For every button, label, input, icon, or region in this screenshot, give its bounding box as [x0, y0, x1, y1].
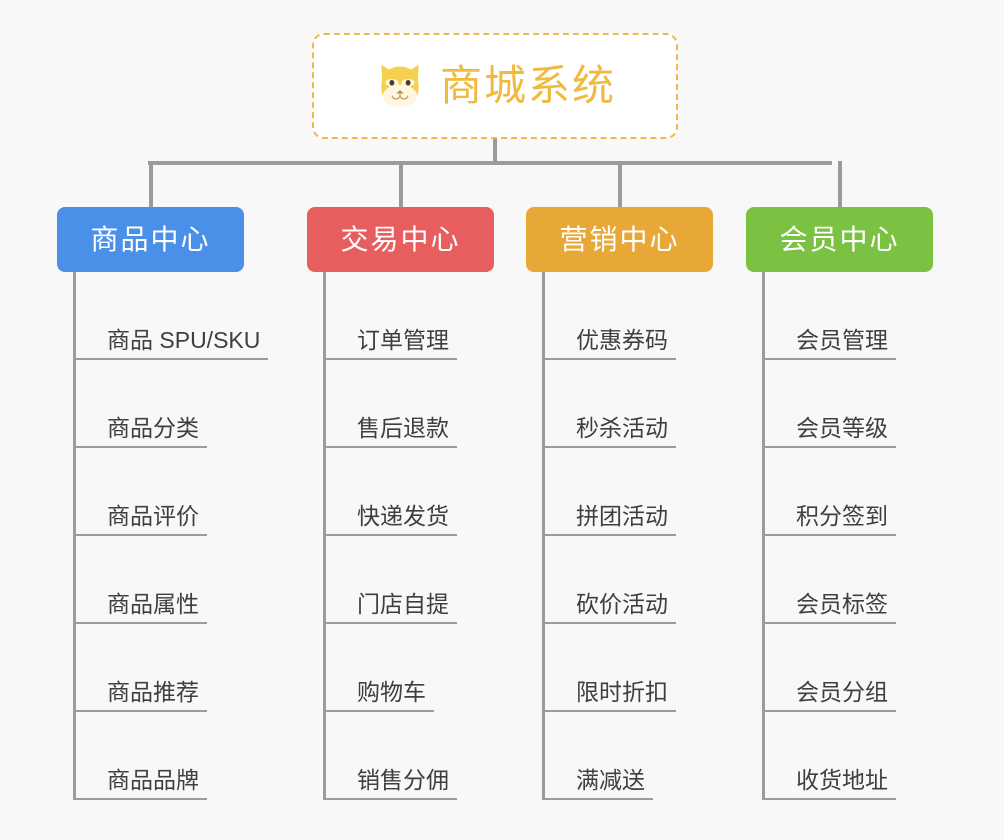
- leaf-item-underline: [323, 710, 434, 712]
- leaf-item[interactable]: 订单管理: [323, 272, 491, 360]
- leaf-item-label: 商品分类: [107, 415, 199, 441]
- leaf-item[interactable]: 商品分类: [73, 360, 241, 448]
- leaf-item-label: 会员等级: [796, 415, 888, 441]
- leaf-item[interactable]: 购物车: [323, 624, 468, 712]
- leaf-item-label: 会员标签: [796, 591, 888, 617]
- leaf-item-underline: [542, 534, 676, 536]
- leaf-item-underline: [762, 622, 896, 624]
- leaf-item[interactable]: 砍价活动: [542, 536, 710, 624]
- leaf-item[interactable]: 商品 SPU/SKU: [73, 272, 302, 360]
- column-spine-1: [73, 272, 76, 800]
- leaf-item-underline: [73, 710, 207, 712]
- category-header-4[interactable]: 会员中心: [746, 207, 933, 272]
- leaf-item-underline: [323, 446, 457, 448]
- leaf-item-underline: [762, 358, 896, 360]
- column-spine-3: [542, 272, 545, 800]
- leaf-item-underline: [73, 622, 207, 624]
- connector-drop-1: [148, 161, 153, 209]
- leaf-item-underline: [73, 358, 268, 360]
- category-header-2[interactable]: 交易中心: [307, 207, 494, 272]
- leaf-item[interactable]: 售后退款: [323, 360, 491, 448]
- leaf-item-label: 积分签到: [796, 503, 888, 529]
- category-header-label: 营销中心: [559, 223, 680, 255]
- category-header-label: 会员中心: [779, 223, 900, 255]
- leaf-item-label: 优惠券码: [576, 327, 668, 353]
- leaf-item[interactable]: 拼团活动: [542, 448, 710, 536]
- category-header-3[interactable]: 营销中心: [526, 207, 713, 272]
- leaf-item-underline: [762, 534, 896, 536]
- leaf-item[interactable]: 会员标签: [762, 536, 930, 624]
- leaf-item-underline: [323, 798, 457, 800]
- leaf-item-label: 满减送: [576, 767, 645, 793]
- leaf-item[interactable]: 会员等级: [762, 360, 930, 448]
- leaf-item-label: 售后退款: [357, 415, 449, 441]
- leaf-item[interactable]: 商品品牌: [73, 712, 241, 800]
- leaf-item-label: 会员管理: [796, 327, 888, 353]
- leaf-item-label: 秒杀活动: [576, 415, 668, 441]
- leaf-item-label: 快递发货: [357, 503, 449, 529]
- leaf-item-underline: [73, 534, 207, 536]
- connector-drop-2: [398, 161, 403, 209]
- leaf-item-underline: [73, 446, 207, 448]
- category-header-label: 交易中心: [340, 223, 461, 255]
- leaf-item[interactable]: 会员分组: [762, 624, 930, 712]
- leaf-item-label: 收货地址: [796, 767, 888, 793]
- leaf-item-underline: [762, 446, 896, 448]
- leaf-item[interactable]: 快递发货: [323, 448, 491, 536]
- leaf-item-underline: [542, 622, 676, 624]
- leaf-item-underline: [542, 798, 653, 800]
- leaf-item-label: 商品属性: [107, 591, 199, 617]
- leaf-item[interactable]: 优惠券码: [542, 272, 710, 360]
- connector-drop-3: [617, 161, 622, 209]
- leaf-item-underline: [323, 534, 457, 536]
- root-node-mall-system[interactable]: 商城系统: [312, 33, 678, 139]
- leaf-item-underline: [762, 798, 896, 800]
- leaf-item[interactable]: 收货地址: [762, 712, 930, 800]
- leaf-item-underline: [762, 710, 896, 712]
- leaf-item[interactable]: 销售分佣: [323, 712, 491, 800]
- category-header-label: 商品中心: [90, 223, 211, 255]
- leaf-item-label: 限时折扣: [576, 679, 668, 705]
- leaf-item-underline: [323, 622, 457, 624]
- leaf-item-underline: [542, 710, 676, 712]
- leaf-item-label: 商品品牌: [107, 767, 199, 793]
- leaf-item-label: 销售分佣: [357, 767, 449, 793]
- leaf-item-label: 商品 SPU/SKU: [107, 327, 261, 353]
- leaf-item-label: 商品推荐: [107, 679, 199, 705]
- connector-drop-4: [837, 161, 842, 209]
- leaf-item-label: 拼团活动: [576, 503, 668, 529]
- leaf-item-label: 砍价活动: [576, 591, 668, 617]
- connector-horizontal-bus: [148, 161, 832, 165]
- shiba-dog-face-icon: [381, 64, 419, 108]
- leaf-item-underline: [542, 446, 676, 448]
- leaf-item-underline: [323, 358, 457, 360]
- leaf-item-label: 商品评价: [107, 503, 199, 529]
- category-header-1[interactable]: 商品中心: [57, 207, 244, 272]
- root-title: 商城系统: [439, 62, 616, 109]
- leaf-item[interactable]: 门店自提: [323, 536, 491, 624]
- leaf-item[interactable]: 商品属性: [73, 536, 241, 624]
- leaf-item[interactable]: 满减送: [542, 712, 687, 800]
- leaf-item-underline: [542, 358, 676, 360]
- leaf-item[interactable]: 会员管理: [762, 272, 930, 360]
- leaf-item[interactable]: 商品推荐: [73, 624, 241, 712]
- leaf-item-label: 会员分组: [796, 679, 888, 705]
- leaf-item-label: 购物车: [357, 679, 426, 705]
- leaf-item-label: 订单管理: [357, 327, 449, 353]
- connector-root-stem: [493, 139, 497, 164]
- leaf-item[interactable]: 秒杀活动: [542, 360, 710, 448]
- column-spine-4: [762, 272, 765, 800]
- leaf-item-underline: [73, 798, 207, 800]
- leaf-item[interactable]: 积分签到: [762, 448, 930, 536]
- leaf-item[interactable]: 商品评价: [73, 448, 241, 536]
- leaf-item-label: 门店自提: [357, 591, 449, 617]
- column-spine-2: [323, 272, 326, 800]
- leaf-item[interactable]: 限时折扣: [542, 624, 710, 712]
